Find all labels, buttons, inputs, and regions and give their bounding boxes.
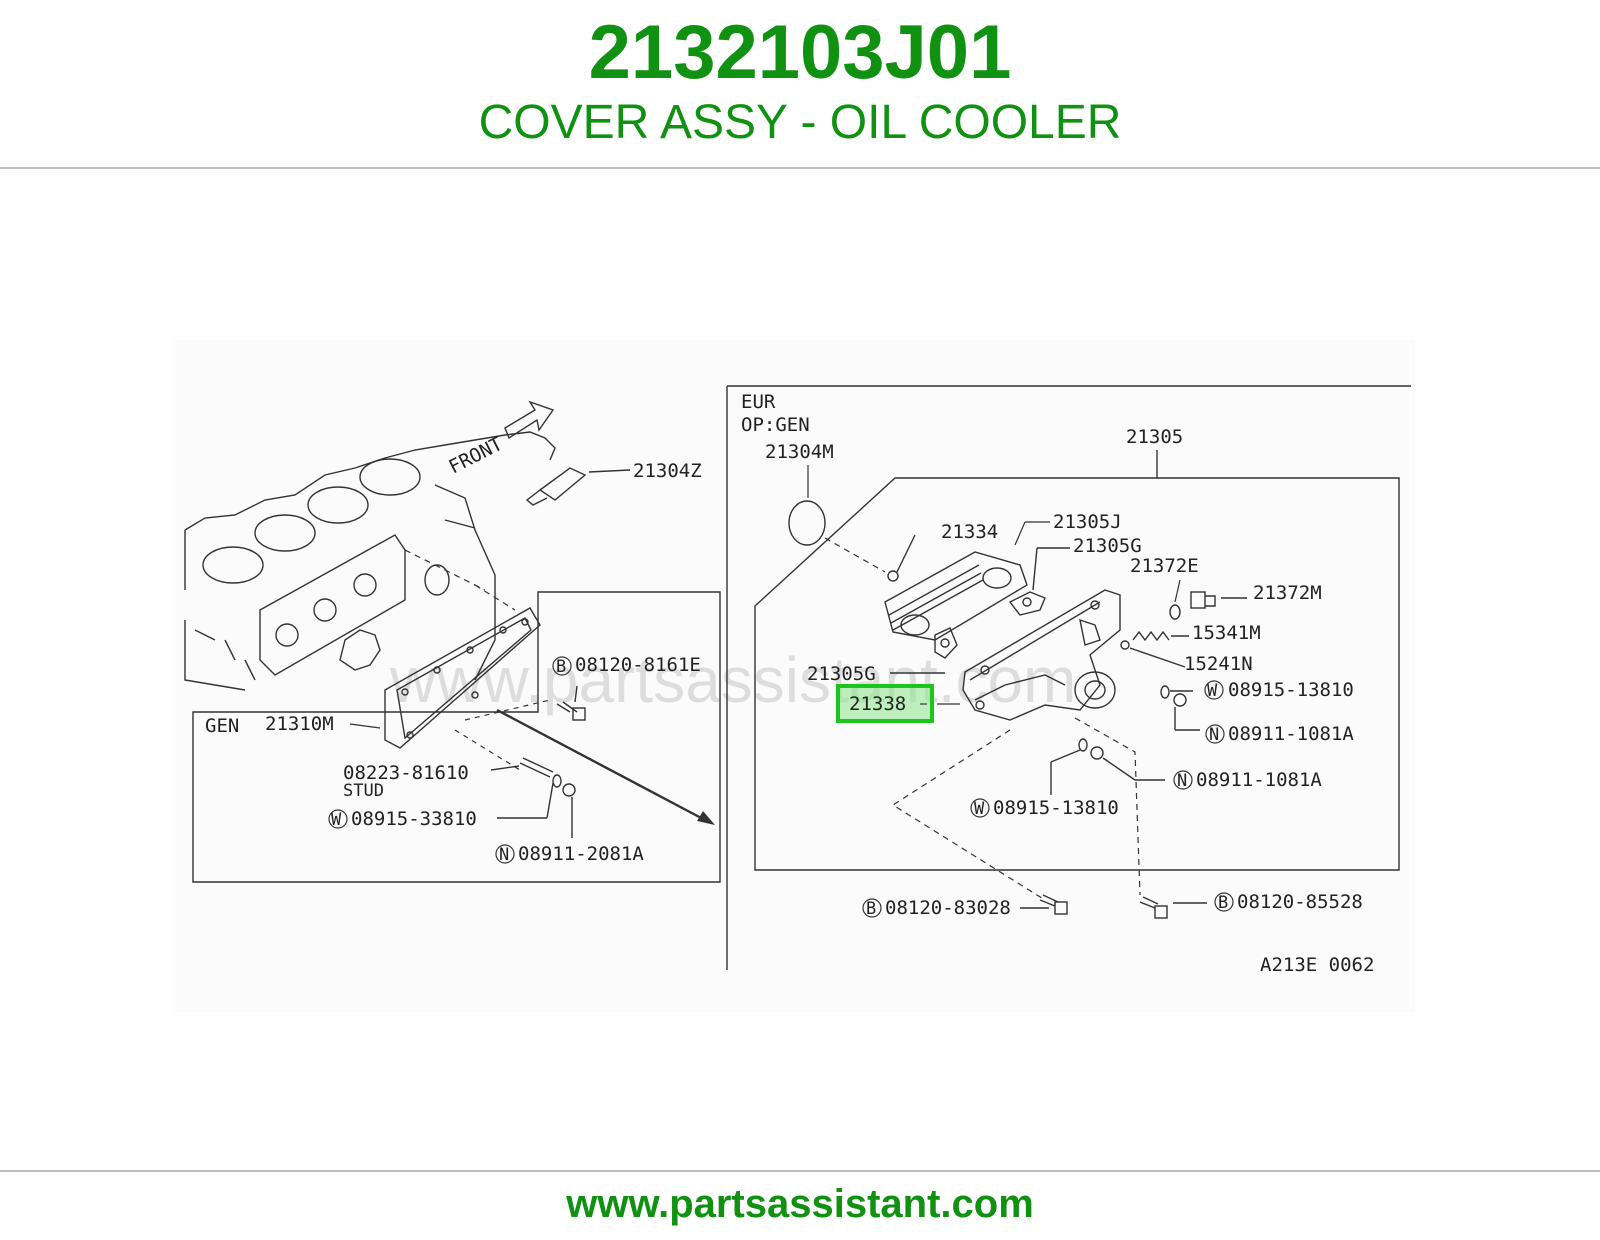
callout-21304Z: 21304Z	[633, 460, 702, 482]
pointer-arrow	[496, 708, 715, 825]
bolt-83028-drawing	[1020, 894, 1068, 915]
callout-08120-85528: 08120-85528	[1237, 891, 1363, 913]
symbol-w-13810-a	[1204, 680, 1224, 700]
o-ring-dashes	[824, 537, 886, 573]
washer-nut-13810-a	[1160, 685, 1200, 731]
highlight-box-21338[interactable]	[836, 684, 934, 723]
callout-08911-1081A-a: 08911-1081A	[1228, 723, 1354, 745]
symbol-n-1081A-a-letter: N	[1209, 725, 1219, 745]
stud-washer-nut-drawing	[490, 757, 576, 838]
symbol-n-1081A-b-letter: N	[1177, 771, 1187, 791]
symbol-b-85528	[1214, 892, 1234, 912]
callout-21338-highlight[interactable]: 21338	[836, 684, 934, 723]
eur-variant-box	[726, 385, 1411, 970]
callout-21334: 21334	[941, 521, 998, 543]
oil-cooler-drawing	[884, 534, 1028, 641]
callout-15241N: 15241N	[1184, 653, 1253, 675]
valve-15241N	[1120, 640, 1186, 668]
callout-08120-83028: 08120-83028	[885, 897, 1011, 919]
callout-21305G-upper: 21305G	[1073, 535, 1142, 557]
bolt-dashes	[454, 699, 551, 771]
callout-21305J: 21305J	[1053, 511, 1122, 533]
block-leader-dashes	[404, 549, 516, 611]
spring-15341M	[1132, 630, 1189, 642]
washer-21372E	[1169, 604, 1181, 620]
symbol-b-8161E-letter: B	[556, 657, 566, 677]
diagram-background	[175, 340, 1415, 1012]
symbol-n-1081A-a	[1205, 724, 1225, 744]
sealant-tube-drawing	[525, 467, 631, 506]
leader-21305J-a	[1014, 521, 1026, 546]
leader-21310M	[349, 723, 381, 729]
symbol-w-33810	[328, 809, 348, 829]
o-ring-21304M	[788, 500, 826, 546]
footer-divider	[0, 1170, 1600, 1172]
symbol-w-13810-b-letter: W	[974, 799, 985, 819]
callout-21338[interactable]: 21338	[849, 693, 906, 715]
washer-nut-1081A-b	[1050, 738, 1165, 795]
callout-21372M: 21372M	[1253, 582, 1322, 604]
leader-21372E	[1174, 579, 1181, 603]
bolt-8161E-drawing	[556, 685, 586, 721]
callout-21372E: 21372E	[1130, 555, 1199, 577]
bolt-85528-drawing	[1139, 896, 1207, 919]
variant-eur-label: EUR	[741, 391, 776, 413]
diagram-code: A213E 0062	[1260, 954, 1374, 976]
part-number-title: 2132103J01	[588, 10, 1012, 95]
symbol-n-2081A	[495, 844, 515, 864]
symbol-w-13810-b	[970, 798, 990, 818]
part-name-subtitle: COVER ASSY - OIL COOLER	[478, 96, 1122, 149]
stud-label: STUD	[343, 781, 384, 801]
symbol-n-1081A-b	[1173, 770, 1193, 790]
callout-08223-81610: 08223-81610	[343, 762, 469, 784]
symbol-w-33810-letter: W	[331, 810, 342, 830]
symbol-b-8161E	[552, 656, 572, 676]
plug-21372M	[1190, 591, 1247, 609]
symbol-n-2081A-letter: N	[499, 845, 509, 865]
callout-21304M: 21304M	[765, 441, 834, 463]
callout-21305G-lower: 21305G	[807, 663, 876, 685]
parts-diagram: www.partsassistant.com FRONT 21304Z	[175, 340, 1415, 1012]
footer-website-link[interactable]: www.partsassistant.com	[566, 1182, 1034, 1226]
callout-08120-8161E: 08120-8161E	[575, 654, 701, 676]
variant-gen-label: GEN	[205, 715, 239, 737]
callout-21305: 21305	[1126, 426, 1183, 448]
symbol-b-83028-letter: B	[866, 899, 876, 919]
callout-08915-33810: 08915-33810	[351, 808, 477, 830]
callout-21310M: 21310M	[265, 713, 334, 735]
callout-15341M: 15341M	[1192, 622, 1261, 644]
callout-08911-2081A: 08911-2081A	[518, 843, 644, 865]
callout-08911-1081A-b: 08911-1081A	[1196, 769, 1322, 791]
bottom-bolt-dashes	[891, 717, 1141, 901]
gen-variant-box	[192, 591, 721, 883]
watermark-text: www.partsassistant.com	[389, 644, 1076, 716]
gasket-21305G-lower	[890, 627, 958, 674]
gasket-21305G-upper	[1008, 547, 1070, 616]
assembly-21305-box	[754, 450, 1400, 871]
header-divider	[0, 167, 1600, 169]
callout-08915-13810-b: 08915-13810	[993, 797, 1119, 819]
callout-08915-13810-a: 08915-13810	[1228, 679, 1354, 701]
page-header: 2132103J01 COVER ASSY - OIL COOLER	[0, 0, 1600, 168]
symbol-b-85528-letter: B	[1218, 893, 1228, 913]
symbol-b-83028	[862, 898, 882, 918]
engine-block-drawing	[184, 431, 556, 691]
symbol-w-13810-a-letter: W	[1207, 681, 1218, 701]
variant-op-label: OP:GEN	[741, 414, 810, 436]
cover-housing-drawing	[962, 589, 1121, 721]
gasket-drawing	[384, 607, 541, 749]
